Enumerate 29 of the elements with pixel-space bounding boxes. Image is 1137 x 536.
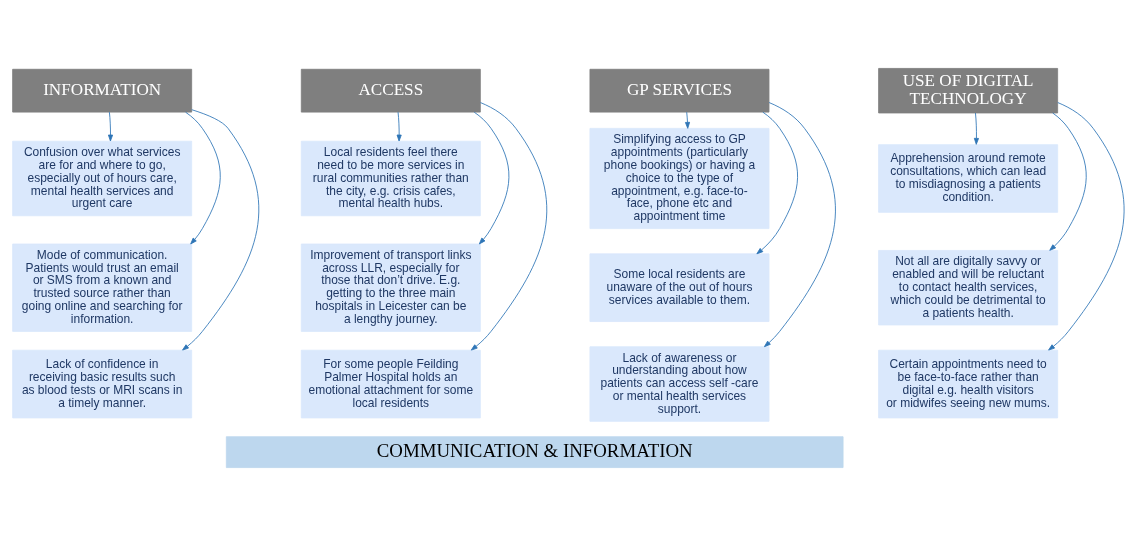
arrow: [473, 111, 510, 245]
node-box: Confusion over what services are for and where to go, especially out of hours care, mental health services and urgent care: [12, 140, 193, 217]
node-box: Lack of confidence in receiving basic results such as blood tests or MRI scans in a timely manner.: [12, 349, 193, 419]
node-box: INFORMATION: [12, 68, 193, 113]
node-box: Simplifying access to GP appointments (particularly phone bookings) or having a choice to the type of appointment, e.g. face-to-face, phone etc and appointment time: [589, 127, 770, 230]
arrow: [1048, 102, 1125, 351]
arrow: [182, 109, 260, 351]
node-box: Some local residents are unaware of the out of hours services available to them.: [589, 253, 770, 322]
node-box: Apprehension around remote consultations, which can lead to misdiagnosing a patients condition.: [878, 144, 1059, 213]
arrow: [470, 102, 548, 351]
node-box: COMMUNICATION & INFORMATION: [225, 436, 844, 468]
arrow: [764, 102, 836, 348]
node-box: Not all are digitally savvy or enabled and will be reluctant to contact health services, which could be detrimental to a patients health.: [878, 250, 1059, 326]
arrow: [756, 111, 798, 255]
node-box: GP SERVICES: [589, 68, 770, 113]
node-box: USE OF DIGITAL TECHNOLOGY: [878, 68, 1059, 114]
node-box: Improvement of transport links across LLR, especially for those that don’t drive. E.g. getting to the three main hospitals in Leicester can be a lengthy journey.: [300, 243, 481, 332]
arrow: [1049, 112, 1087, 251]
node-box: Local residents feel there need to be more services in rural communities rather than the city, e.g. crisis cafes, mental health hubs.: [300, 140, 481, 217]
node-box: Mode of communication. Patients would trust an email or SMS from a known and trusted source rather than going online and searching for information.: [12, 243, 193, 332]
arrow: [185, 111, 221, 245]
node-box: Certain appointments need to be face-to-face rather than digital e.g. health visitors or midwifes seeing new mums.: [878, 349, 1059, 419]
node-box: ACCESS: [300, 68, 481, 113]
node-box: For some people Feilding Palmer Hospital holds an emotional attachment for some local residents: [300, 349, 481, 419]
node-box: Lack of awareness or understanding about how patients can access self -care or mental health services support.: [589, 346, 770, 422]
arrow: [973, 112, 979, 145]
arrow: [685, 111, 691, 129]
arrow: [396, 111, 402, 142]
arrow: [107, 111, 114, 142]
